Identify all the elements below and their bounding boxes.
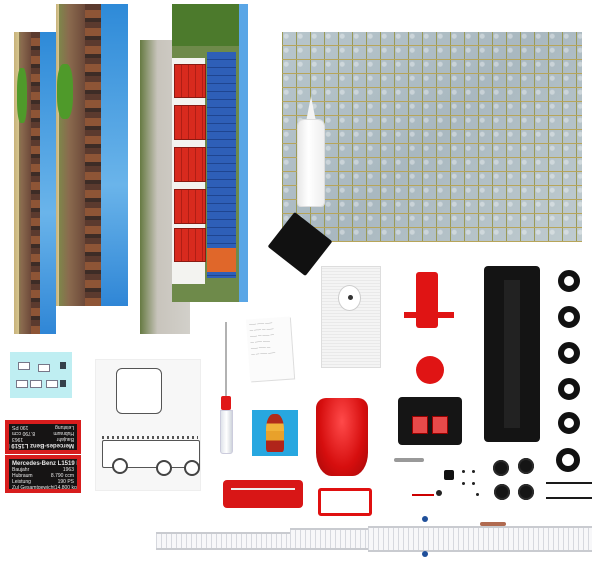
screwdriver-handle-clear bbox=[220, 410, 233, 454]
industrial-backdrop bbox=[14, 32, 56, 334]
plate-title: Mercedes-Benz L1519 DL 30 bbox=[9, 442, 74, 448]
garage-door bbox=[173, 227, 206, 263]
turntable-arm bbox=[404, 312, 454, 318]
small-part-black bbox=[444, 470, 454, 480]
tire bbox=[558, 270, 580, 292]
instruction-manual bbox=[96, 360, 200, 490]
chassis bbox=[484, 266, 540, 442]
wheel-hub bbox=[518, 458, 534, 474]
tire bbox=[558, 342, 580, 364]
leaflet-line: — — —— —— bbox=[251, 350, 276, 357]
small-part-red bbox=[412, 494, 434, 496]
turntable-ladder-mid bbox=[290, 528, 370, 550]
axle bbox=[546, 482, 592, 484]
pin bbox=[462, 470, 465, 473]
data-plate-rotated: Mercedes-Benz L1519 DL 30 Baujahr 1963 Hu… bbox=[5, 420, 81, 454]
fire-station-backdrop-main bbox=[172, 4, 248, 302]
garage-door bbox=[173, 188, 206, 224]
pin bbox=[472, 482, 475, 485]
pin bbox=[472, 470, 475, 473]
plate-value: 1963 bbox=[62, 467, 74, 473]
plate-key: Baujahr bbox=[12, 467, 30, 473]
glue-bottle-tip bbox=[306, 96, 316, 122]
small-part-dark bbox=[436, 490, 442, 496]
garage-door bbox=[173, 147, 206, 182]
tire bbox=[558, 412, 580, 434]
seat-unit bbox=[398, 397, 462, 445]
cab-interior-panel bbox=[321, 266, 381, 368]
plate-value: 8.790 ccm bbox=[12, 430, 36, 436]
tire bbox=[558, 378, 580, 400]
fire-truck-card bbox=[223, 480, 303, 508]
plate-key: Baujahr bbox=[56, 436, 74, 442]
tire bbox=[558, 306, 580, 328]
turntable-ladder-base bbox=[368, 526, 592, 552]
pin bbox=[462, 482, 465, 485]
plate-key: Leistung bbox=[55, 424, 74, 430]
firefighter-card bbox=[252, 410, 298, 456]
decal-sheet bbox=[10, 352, 72, 398]
axle bbox=[546, 497, 592, 499]
ladder-turntable bbox=[416, 272, 438, 328]
plate-value: 190 PS bbox=[12, 424, 29, 430]
small-part bbox=[394, 458, 424, 462]
ladder-bracket bbox=[480, 522, 506, 526]
engine-hood bbox=[316, 398, 368, 476]
plate-value: 8.790 ccm bbox=[50, 473, 74, 479]
ladder-blue-knob bbox=[422, 516, 428, 522]
wheel-hub bbox=[493, 460, 509, 476]
data-plate: Mercedes-Benz L1519 DL 30 Baujahr 1963 Hu… bbox=[5, 455, 81, 493]
plate-value: 190 PS bbox=[57, 479, 74, 485]
plate-value: 14.800 kg bbox=[54, 485, 77, 489]
garage-door bbox=[173, 63, 206, 99]
wheel-hub bbox=[518, 484, 534, 500]
plate-key: Hubraum bbox=[12, 473, 33, 479]
screwdriver-handle-red bbox=[221, 396, 231, 410]
plate-key: Hubraum bbox=[53, 430, 74, 436]
red-disc bbox=[416, 356, 444, 384]
plate-key: Zul Gesamtgewicht bbox=[12, 485, 55, 489]
glue-bottle bbox=[298, 120, 324, 206]
tire bbox=[556, 448, 580, 472]
ladder-blue-knob bbox=[422, 551, 428, 557]
wheel-hub bbox=[494, 484, 510, 500]
industrial-backdrop-upper bbox=[56, 4, 128, 306]
pin bbox=[476, 493, 479, 496]
screwdriver-shaft bbox=[225, 322, 227, 398]
plate-key: Leistung bbox=[12, 479, 31, 485]
plate-value: 1963 bbox=[12, 436, 24, 442]
plate-title: Mercedes-Benz L1519 DL 30 bbox=[12, 461, 77, 467]
cobblestone-mat bbox=[282, 32, 582, 242]
garage-door bbox=[173, 105, 206, 141]
truck-front-drawing bbox=[116, 368, 162, 414]
info-leaflet: —— —— —— — —— — —— —— — —— — — —— —— —— … bbox=[245, 316, 295, 382]
grille-frame bbox=[318, 488, 372, 516]
